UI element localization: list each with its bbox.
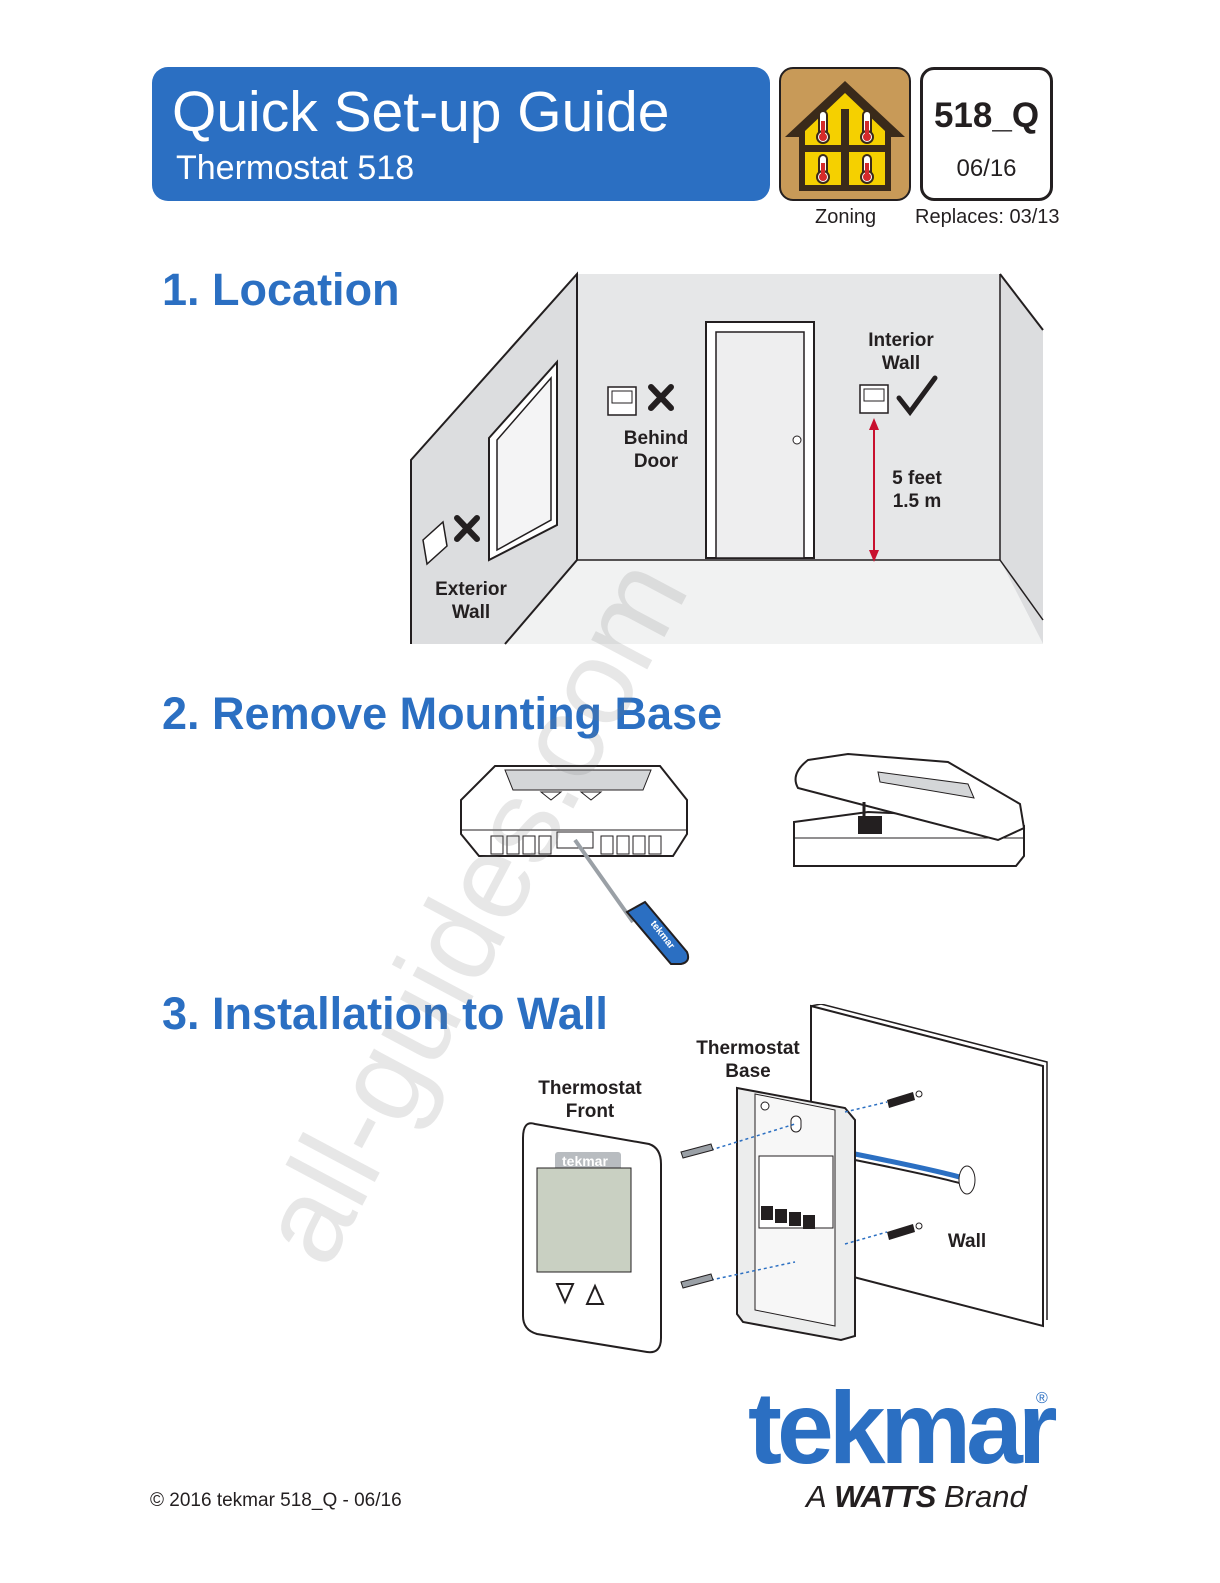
document-date: 06/16 <box>923 155 1050 183</box>
registered-mark: ® <box>1036 1390 1048 1408</box>
brand-tagline: A WATTS Brand <box>806 1479 1027 1515</box>
copyright-footer: © 2016 tekmar 518_Q - 06/16 <box>150 1490 402 1512</box>
category-label: Zoning <box>815 206 876 229</box>
section-number: 3. <box>162 988 200 1039</box>
behind-door-label: Behind Door <box>618 427 694 473</box>
wall-label: Wall <box>942 1230 992 1253</box>
section-number: 1. <box>162 264 200 315</box>
section-number: 2. <box>162 688 200 739</box>
document-code-box: 518_Q 06/16 <box>920 67 1053 201</box>
interior-wall-label: Interior Wall <box>862 329 940 375</box>
thermostat-front-label: Thermostat Front <box>534 1077 646 1123</box>
document-code: 518_Q <box>923 96 1050 136</box>
header-banner: Quick Set-up Guide Thermostat 518 <box>152 67 770 201</box>
section-title: Location <box>212 264 400 315</box>
height-label: 5 feet 1.5 m <box>886 467 948 513</box>
thermostat-base-label: Thermostat Base <box>692 1037 804 1083</box>
page-title: Quick Set-up Guide <box>172 79 669 145</box>
tekmar-logo: tekmar <box>748 1370 1053 1487</box>
thermostat-open-view-illustration <box>788 752 1028 870</box>
thermostat-brand-text: tekmar <box>562 1153 608 1169</box>
zoning-house-icon <box>779 67 911 201</box>
section-location-heading: 1. Location <box>162 264 400 316</box>
replaces-label: Replaces: 03/13 <box>915 206 1060 229</box>
page-subtitle: Thermostat 518 <box>176 149 414 188</box>
exterior-wall-label: Exterior Wall <box>428 578 514 624</box>
